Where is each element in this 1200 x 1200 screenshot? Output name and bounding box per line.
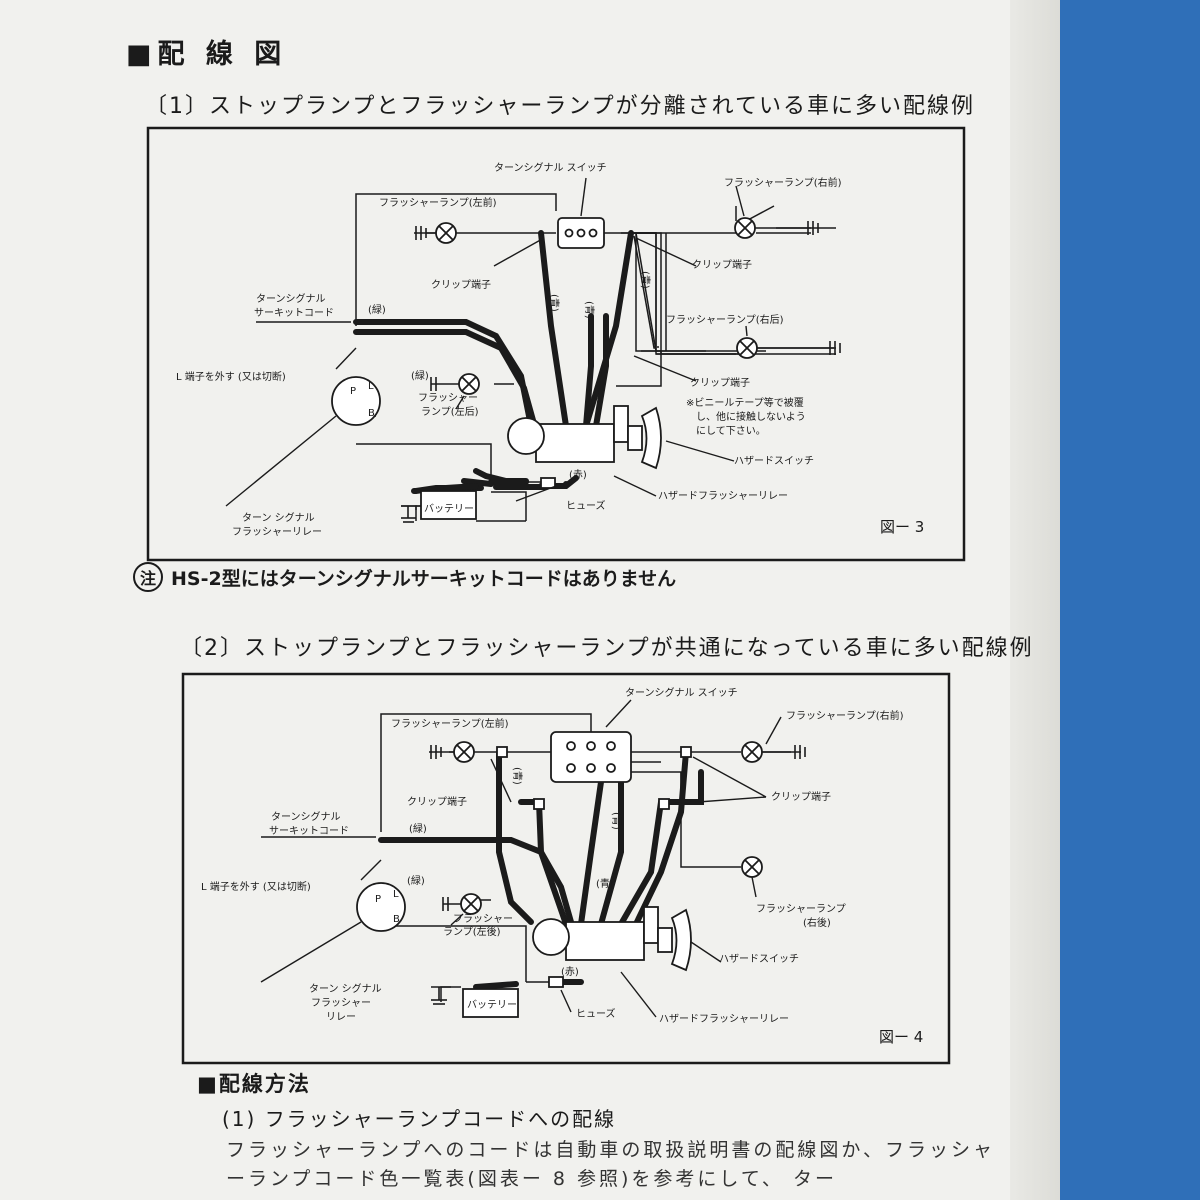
fig3-label-clip-terminal-left: クリップ端子 bbox=[431, 278, 491, 291]
fig4-label-relay-1: ターン シグナル bbox=[309, 982, 382, 995]
fig3-label-green-2: (緑) bbox=[411, 369, 429, 382]
fig4-label-blue-2: (青) bbox=[610, 812, 623, 830]
hs2-note: 注 HS-2型にはターンシグナルサーキットコードはありません bbox=[133, 562, 676, 592]
page-fold-shadow bbox=[1010, 0, 1060, 1200]
fig4-label-flasher-right-rear-2: (右後) bbox=[803, 916, 831, 929]
fig3-label-circuit-cord-2: サーキットコード bbox=[254, 307, 334, 319]
fig3-label-fuse: ヒューズ bbox=[566, 499, 606, 512]
fig3-label-l-terminal: L 端子を外す (又は切断) bbox=[176, 370, 286, 383]
wiring-diagram-fig3: ターンシグナル スイッチ フラッシャーランプ(左前) フラッシャーランプ(右前)… bbox=[146, 126, 966, 562]
fig4-label-l-terminal: L 端子を外す (又は切断) bbox=[201, 880, 311, 893]
fig3-label-blue-2: (青) bbox=[583, 301, 596, 319]
fig4-label-turn-signal-switch: ターンシグナル スイッチ bbox=[625, 686, 738, 699]
fig3-label-flasher-left-front: フラッシャーランプ(左前) bbox=[379, 196, 497, 209]
fig3-label-relay-1: ターン シグナル bbox=[242, 511, 315, 524]
fig3-label-battery: バッテリー bbox=[424, 503, 474, 515]
heading-wiring-diagram: ■配 線 図 bbox=[126, 39, 288, 70]
fig4-label-blue-1: (青) bbox=[511, 767, 524, 785]
method-1-title: (1) フラッシャーランプコードへの配線 bbox=[222, 1107, 617, 1131]
fig4-label-circuit-cord-1: ターンシグナル bbox=[271, 810, 341, 823]
section-1-title: 〔1〕ストップランプとフラッシャーランプが分離されている車に多い配線例 bbox=[145, 94, 976, 119]
fig4-label-p: P bbox=[375, 894, 381, 905]
fig3-figure-number: 図ー 3 bbox=[880, 518, 924, 536]
fig3-label-flasher-left-rear-1: フラッシャー bbox=[418, 392, 478, 404]
fig4-label-b: B bbox=[393, 914, 400, 925]
fig4-label-battery: バッテリー bbox=[467, 999, 517, 1011]
fig3-label-hazard-switch: ハザードスイッチ bbox=[734, 455, 814, 467]
fig4-label-blue-3: (青) bbox=[596, 877, 614, 890]
fig4-label-hazard-switch: ハザードスイッチ bbox=[719, 953, 799, 965]
fig4-label-clip-terminal-right: クリップ端子 bbox=[771, 790, 831, 803]
fig3-label-l: L bbox=[368, 381, 374, 392]
fig4-label-circuit-cord-2: サーキットコード bbox=[269, 825, 349, 837]
fig3-label-flasher-right-front: フラッシャーランプ(右前) bbox=[724, 176, 842, 189]
fig4-label-flasher-right-front: フラッシャーランプ(右前) bbox=[786, 709, 904, 722]
fig4-label-relay-3: リレー bbox=[326, 1012, 356, 1023]
fig3-label-flasher-left-rear-2: ランプ(左后) bbox=[421, 405, 479, 418]
fig4-label-flasher-left-rear-1: フラッシャー bbox=[453, 913, 513, 925]
fig4-label-green-2: (緑) bbox=[407, 874, 425, 887]
fig4-label-hazard-relay: ハザードフラッシャーリレー bbox=[659, 1013, 789, 1025]
hs2-note-text: HS-2型にはターンシグナルサーキットコードはありません bbox=[171, 567, 677, 590]
fig4-label-flasher-right-rear-1: フラッシャーランプ bbox=[756, 903, 846, 915]
heading-wiring-method: ■配線方法 bbox=[197, 1072, 311, 1096]
fig4-label-red: (赤) bbox=[561, 966, 579, 978]
fig3-label-circuit-cord-1: ターンシグナル bbox=[256, 292, 326, 305]
fig3-label-vinyl-note-3: にして下さい。 bbox=[696, 425, 766, 437]
fig3-label-flasher-right-rear: フラッシャーランプ(右后) bbox=[666, 313, 784, 326]
fig4-label-green-1: (緑) bbox=[409, 822, 427, 835]
fig3-label-clip-terminal-bottom: クリップ端子 bbox=[690, 376, 750, 389]
fig4-label-flasher-left-front: フラッシャーランプ(左前) bbox=[391, 717, 509, 730]
fig4-label-clip-terminal-left: クリップ端子 bbox=[407, 795, 467, 808]
paragraph-line-2: ーランプコード色一覧表(図表ー 8 参照)を参考にして、 ター bbox=[226, 1168, 837, 1190]
fig4-label-flasher-left-rear-2: ランプ(左後) bbox=[443, 925, 501, 938]
fig4-label-relay-2: フラッシャー bbox=[311, 997, 371, 1009]
document-page: ■配 線 図 〔1〕ストップランプとフラッシャーランプが分離されている車に多い配… bbox=[0, 0, 1060, 1200]
fig4-figure-number: 図ー 4 bbox=[879, 1028, 923, 1046]
fig4-label-fuse: ヒューズ bbox=[576, 1007, 616, 1020]
fig3-label-blue-3: (青) bbox=[639, 271, 652, 289]
fig4-label-l: L bbox=[393, 889, 399, 900]
fig3-label-blue-1: (青) bbox=[548, 294, 561, 312]
fig3-label-hazard-relay: ハザードフラッシャーリレー bbox=[658, 490, 788, 502]
section-2-title: 〔2〕ストップランプとフラッシャーランプが共通になっている車に多い配線例 bbox=[180, 636, 1034, 661]
fig3-label-vinyl-note-2: し、他に接触しないよう bbox=[696, 410, 806, 423]
fig3-label-p: P bbox=[350, 386, 356, 397]
note-mark-icon: 注 bbox=[133, 562, 163, 592]
fig3-label-turn-signal-switch: ターンシグナル スイッチ bbox=[494, 161, 607, 174]
fig3-label-green-1: (緑) bbox=[368, 303, 386, 316]
fig3-label-vinyl-note-1: ※ビニールテープ等で被覆 bbox=[686, 396, 804, 409]
fig3-label-red: (赤) bbox=[569, 469, 587, 481]
fig3-label-clip-terminal-right: クリップ端子 bbox=[692, 258, 752, 271]
wiring-diagram-fig4: ターンシグナル スイッチ フラッシャーランプ(左前) フラッシャーランプ(右前)… bbox=[181, 672, 951, 1065]
paragraph-line-1: フラッシャーランプへのコードは自動車の取扱説明書の配線図か、フラッシャ bbox=[226, 1139, 996, 1161]
fig3-label-b: B bbox=[368, 408, 375, 419]
fig3-label-relay-2: フラッシャーリレー bbox=[232, 526, 322, 538]
